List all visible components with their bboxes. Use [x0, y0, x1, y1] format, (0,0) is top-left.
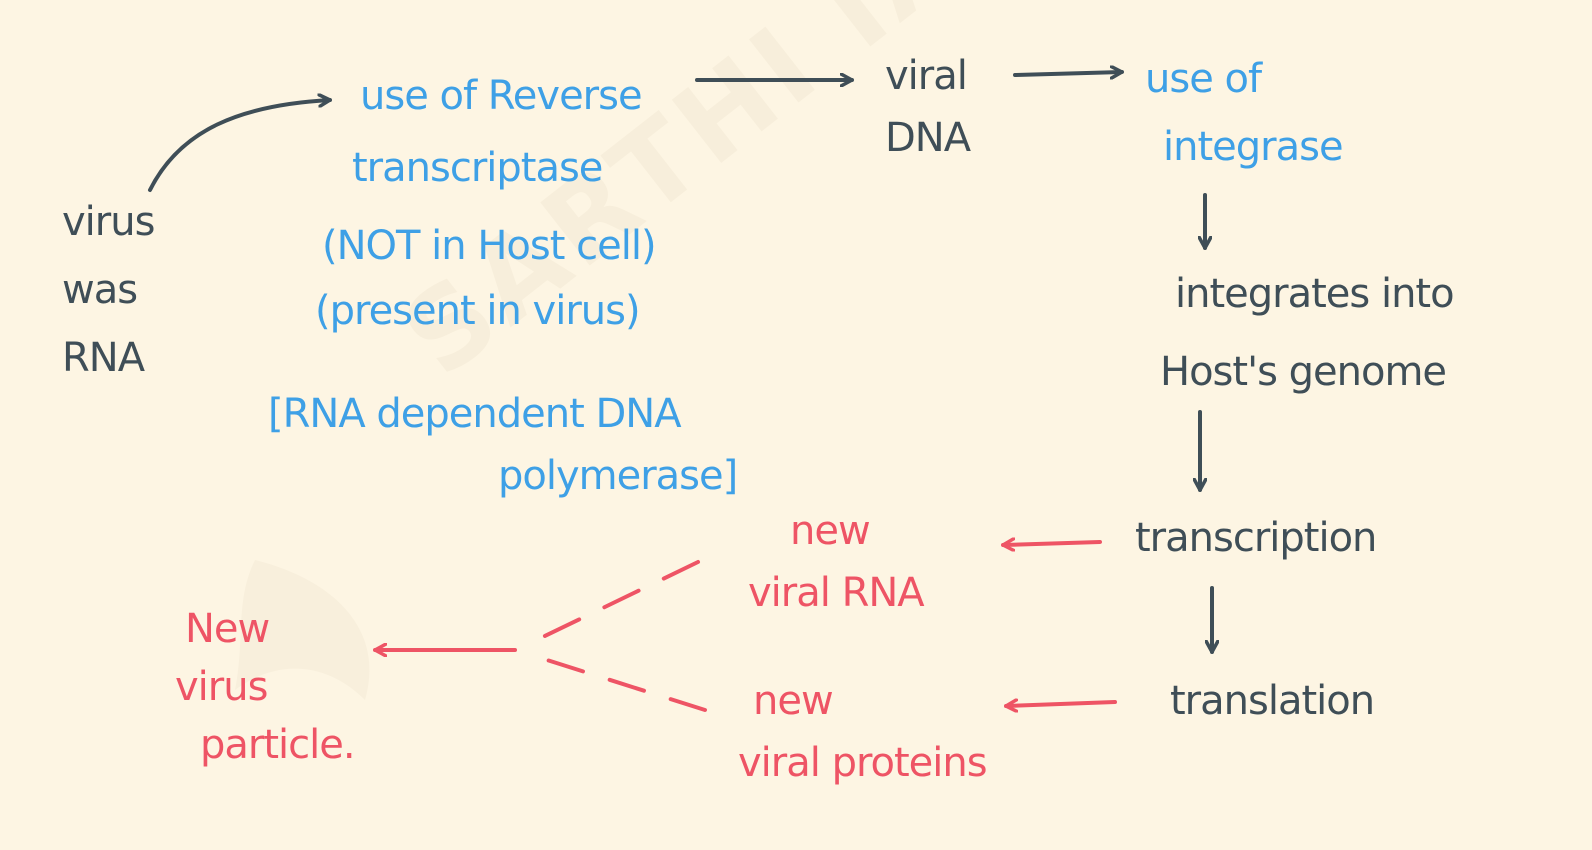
node-line: use of Reverse — [360, 73, 643, 119]
dashed-line-from-new-viral-rna — [518, 560, 700, 650]
node-line: viral RNA — [748, 570, 925, 616]
node-viral-dna: viral DNA — [885, 45, 971, 169]
node-line: viral proteins — [738, 740, 988, 786]
note-rna-dependent-dna-polymerase: [RNA dependent DNA polymerase] — [268, 383, 738, 507]
watermark-logo-icon — [235, 560, 370, 700]
node-reverse-transcriptase: use of Reverse transcriptase — [352, 60, 643, 204]
node-line: New — [185, 606, 270, 652]
node-line: virus — [62, 199, 155, 245]
node-integrates-into-host-genome: integrates into Host's genome — [1160, 255, 1455, 411]
note-not-in-host-cell: (NOT in Host cell) — [322, 223, 657, 269]
node-line: virus — [175, 664, 268, 710]
arrow-viral-dna-to-integrase — [1013, 72, 1124, 75]
node-line: integrates into — [1175, 271, 1455, 317]
node-virus-was-rna: virus was RNA — [62, 188, 155, 392]
arrow-transcription-to-new-viral-rna — [1001, 542, 1102, 545]
node-line: RNA — [62, 335, 145, 381]
node-line: new — [753, 678, 834, 724]
node-line: viral — [885, 53, 968, 99]
node-line: transcriptase — [352, 145, 603, 191]
node-line: use of — [1145, 56, 1262, 102]
node-new-viral-proteins: new viral proteins — [738, 670, 988, 794]
node-line: [RNA dependent DNA — [268, 391, 682, 437]
node-new-virus-particle: New virus particle. — [175, 600, 356, 774]
dashed-line-from-new-viral-proteins — [526, 652, 707, 712]
note-present-in-virus: (present in virus) — [315, 288, 641, 334]
node-transcription: transcription — [1135, 515, 1377, 561]
node-line: new — [790, 508, 871, 554]
node-line: Host's genome — [1160, 349, 1447, 395]
node-use-of-integrase: use of integrase — [1145, 45, 1344, 181]
node-line: polymerase] — [498, 453, 738, 499]
node-translation: translation — [1170, 678, 1375, 724]
node-line: particle. — [200, 722, 356, 768]
node-line: DNA — [885, 115, 971, 161]
arrow-translation-to-new-viral-proteins — [1004, 702, 1117, 706]
node-line: integrase — [1163, 124, 1344, 170]
node-line: was — [62, 267, 138, 313]
node-new-viral-rna: new viral RNA — [748, 500, 925, 624]
arrow-virus-to-reverse-transcriptase — [148, 100, 332, 192]
